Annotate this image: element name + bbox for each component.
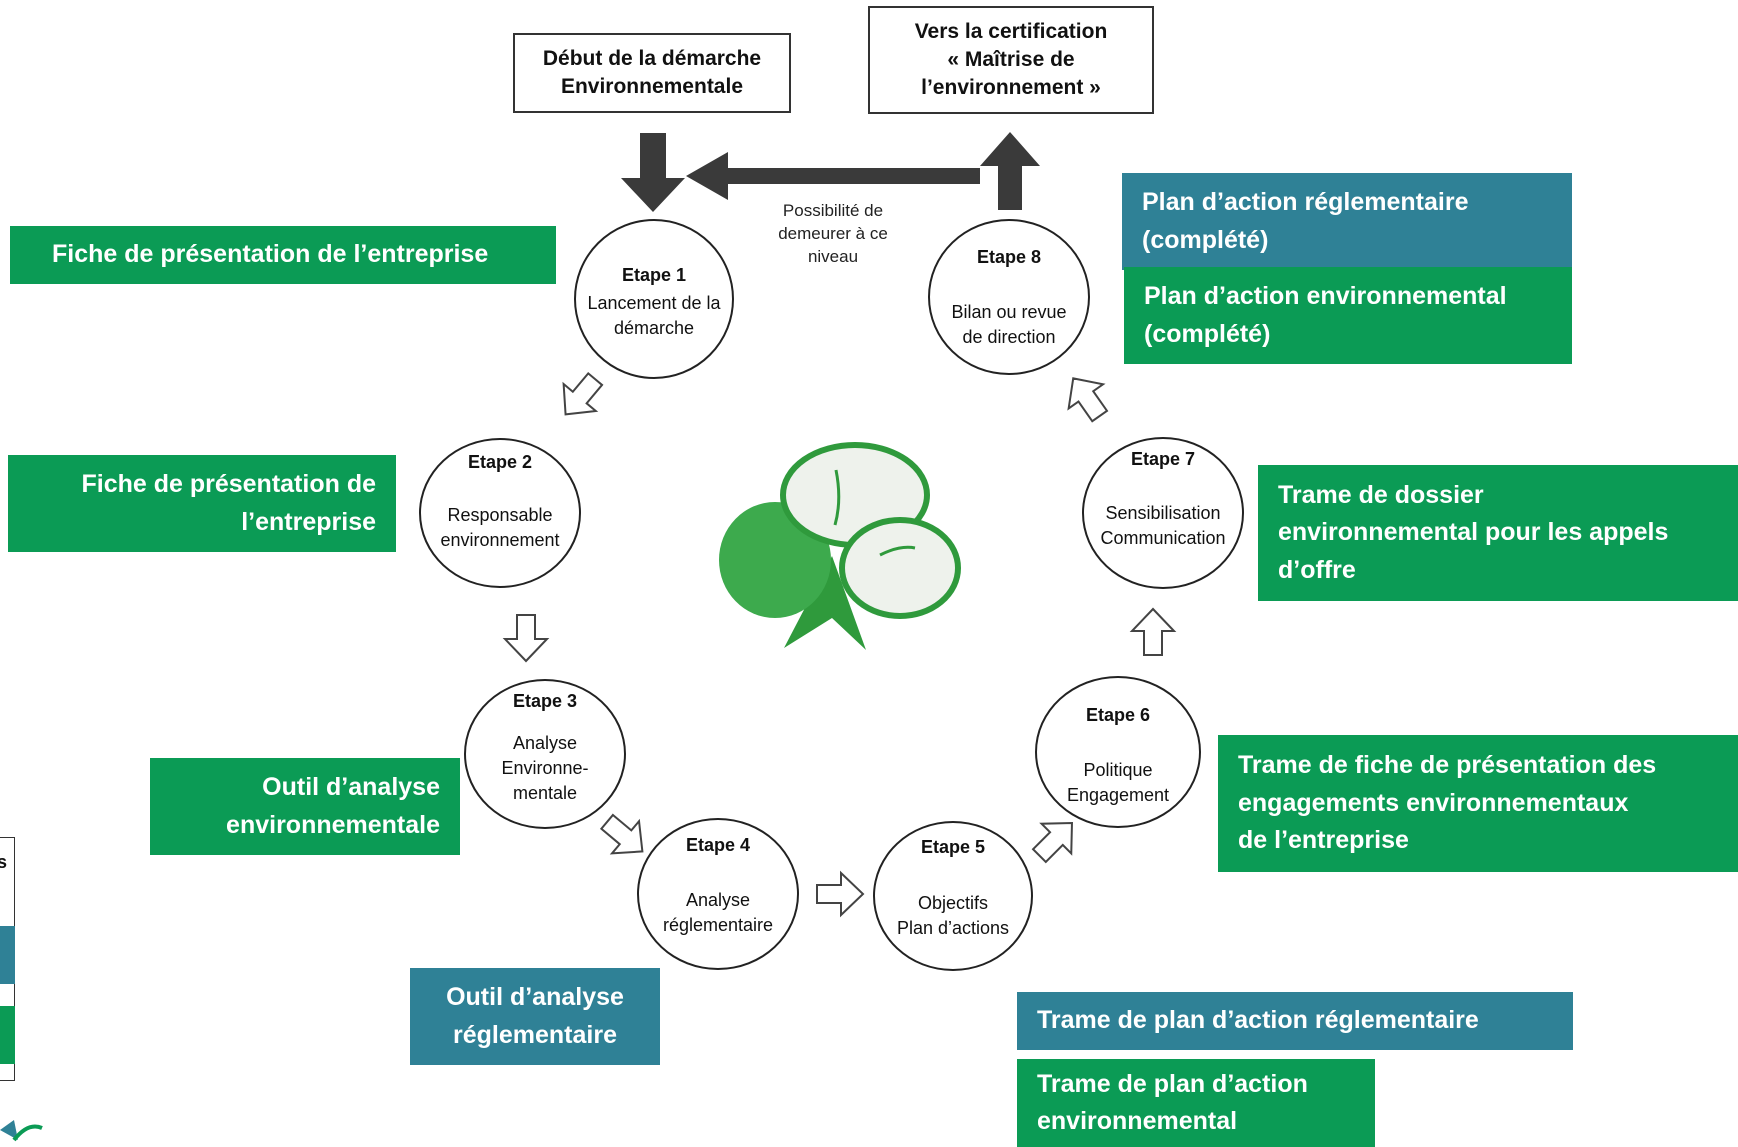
left-arrow-to-start: [686, 152, 980, 200]
step-circle-2: Etape 2 Responsable environnement: [419, 438, 581, 588]
certification-box: Vers la certification « Maîtrise de l’en…: [868, 6, 1154, 114]
step-desc-4: Analyse réglementaire: [662, 890, 774, 936]
arrow-etape4-to-etape5: [816, 870, 865, 918]
step-circle-7: Etape 7 Sensibilisation Communication: [1082, 437, 1244, 589]
down-arrow-to-etape1: [621, 133, 685, 212]
tool-etape7: Trame de dossier environnemental pour le…: [1258, 465, 1738, 601]
step-circle-5: Etape 5 Objectifs Plan d’actions: [873, 821, 1033, 971]
tool-etape3: Outil d’analyse environnementale: [150, 758, 460, 855]
step-title-4: Etape 4: [685, 835, 751, 855]
step-circle-1: Etape 1 Lancement de la démarche: [574, 219, 734, 379]
step-title-8: Etape 8: [976, 247, 1042, 267]
tool-etape4: Outil d’analyse réglementaire: [410, 968, 660, 1065]
step-desc-8: Bilan ou revue de direction: [951, 302, 1067, 348]
up-arrow-to-certification: [980, 132, 1040, 210]
step-desc-5: Objectifs Plan d’actions: [896, 893, 1010, 939]
tool-etape8-reglementaire: Plan d’action réglementaire (complété): [1122, 173, 1572, 270]
step-title-6: Etape 6: [1085, 705, 1151, 725]
tool-etape5-environnemental: Trame de plan d’action environnemental: [1017, 1059, 1375, 1147]
step-desc-7: Sensibilisation Communication: [1100, 503, 1226, 549]
legend-swatch-blue: [0, 926, 15, 984]
step-circle-3: Etape 3 Analyse Environne- mentale: [464, 679, 626, 829]
step-desc-1: Lancement de la démarche: [587, 293, 721, 339]
tool-etape2: Fiche de présentation de l’entreprise: [8, 455, 396, 552]
tool-etape8-environnemental: Plan d’action environnemental (complété): [1124, 267, 1572, 364]
step-desc-3: Analyse Environne- mentale: [501, 733, 589, 804]
step-title-1: Etape 1: [621, 265, 687, 285]
step-desc-2: Responsable environnement: [440, 505, 560, 551]
possibility-note: Possibilité de demeurer à ce niveau: [778, 201, 888, 266]
clover-logo: [719, 442, 961, 650]
legend-box: s: [0, 837, 15, 1081]
step-title-7: Etape 7: [1130, 449, 1196, 469]
step-circle-4: Etape 4 Analyse réglementaire: [637, 818, 799, 970]
tool-etape1: Fiche de présentation de l’entreprise: [10, 226, 556, 284]
step-desc-6: Politique Engagement: [1066, 760, 1170, 806]
step-title-3: Etape 3: [512, 691, 578, 711]
step-circle-6: Etape 6 Politique Engagement: [1035, 676, 1201, 828]
arrow-etape2-to-etape3: [502, 614, 550, 663]
tool-etape5-reglementaire: Trame de plan d’action réglementaire: [1017, 992, 1573, 1050]
arrow-etape5-to-etape6: [1031, 822, 1073, 864]
legend-partial-text: s: [0, 852, 8, 872]
arrow-etape6-to-etape7: [1129, 607, 1177, 656]
legend-swatch-green: [0, 1006, 15, 1064]
arrow-etape1-to-etape2: [562, 371, 604, 416]
start-box: Début de la démarche Environnementale: [513, 33, 791, 113]
arrow-etape3-to-etape4: [599, 813, 644, 855]
step-circle-8: Etape 8 Bilan ou revue de direction: [928, 219, 1090, 375]
step-title-5: Etape 5: [920, 837, 986, 857]
tool-etape6: Trame de fiche de présentation des engag…: [1218, 735, 1738, 872]
arrow-etape7-to-etape8: [1067, 377, 1109, 423]
bottom-logo: [0, 1120, 43, 1142]
step-title-2: Etape 2: [467, 452, 533, 472]
